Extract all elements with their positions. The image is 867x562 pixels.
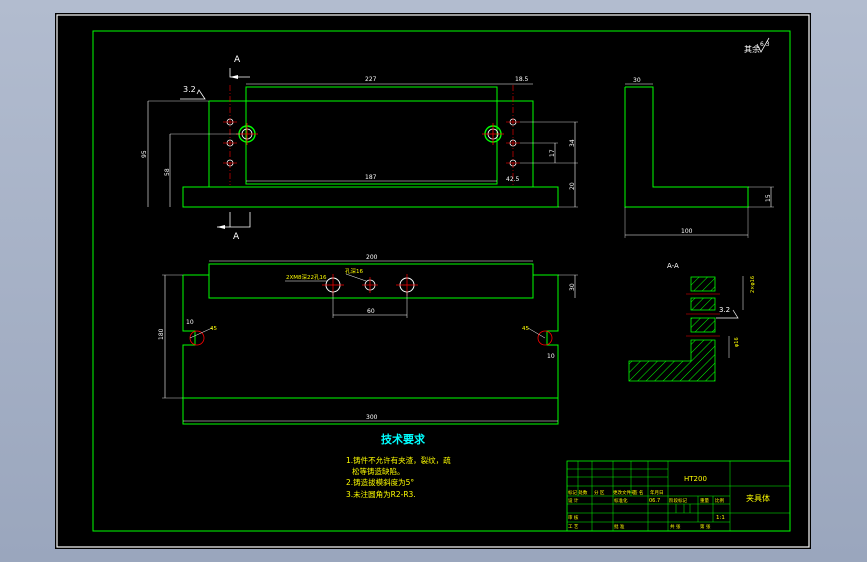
dim-side-base-width: 100 bbox=[681, 228, 693, 235]
dim-side-base-height: 15 bbox=[765, 194, 772, 202]
dim-bottom-offset: 42.5 bbox=[506, 176, 520, 183]
tech-req-line3: 3.未注圆角为R2-R3. bbox=[346, 489, 416, 499]
tb-label-change: 更改文件号 bbox=[613, 489, 636, 496]
dim-left-angle: 45 bbox=[210, 326, 217, 332]
top-view[interactable]: A 3.2 bbox=[141, 55, 578, 242]
section-dim-a: 2×φ16 bbox=[750, 276, 756, 293]
tb-sheet-total: 共 张 bbox=[670, 523, 681, 530]
front-view[interactable]: 60 2XM8深22孔16 孔深16 200 30 180 300 45 10 … bbox=[158, 254, 578, 425]
tb-label-stage: 阶段标记 bbox=[669, 497, 687, 504]
title-material: HT200 bbox=[684, 475, 707, 483]
title-block[interactable]: HT200 夹具体 标记 处数 分 区 更改文件号 签 名 年月日 设 计 标准… bbox=[566, 460, 791, 532]
section-mark-bottom: A bbox=[233, 232, 240, 242]
tb-label-design: 设 计 bbox=[568, 497, 579, 504]
tb-scale: 1:1 bbox=[716, 515, 725, 521]
dim-hole-spacing-b: 17 bbox=[549, 149, 556, 157]
tb-sheet-no: 第 张 bbox=[700, 523, 711, 530]
tb-label-sign: 签 名 bbox=[633, 489, 643, 496]
tb-label-process: 工 艺 bbox=[568, 524, 579, 530]
dim-front-right-height: 30 bbox=[569, 283, 576, 291]
tb-label-approve: 批 准 bbox=[614, 523, 625, 530]
tb-label-date: 年月日 bbox=[650, 489, 664, 496]
section-dim-b: φ16 bbox=[734, 337, 740, 347]
callout-mid-hole: 孔深16 bbox=[345, 267, 363, 275]
tech-req-line1b: 松等铸造缺陷。 bbox=[352, 466, 405, 476]
tb-label-weight: 重量 bbox=[700, 497, 709, 504]
title-part-name: 夹具体 bbox=[746, 493, 770, 503]
roughness-corner-label: 其余 bbox=[744, 44, 760, 54]
dim-front-bottom-length: 300 bbox=[366, 414, 378, 421]
dim-height-total: 95 bbox=[141, 150, 148, 158]
dim-right-notch: 10 bbox=[547, 353, 555, 360]
dim-front-left-height: 180 bbox=[158, 328, 165, 340]
drawing-frame bbox=[92, 30, 791, 532]
dim-left-notch: 10 bbox=[186, 319, 194, 326]
callout-left-hole: 2XM8深22孔16 bbox=[286, 273, 327, 281]
dim-base-height: 20 bbox=[569, 182, 576, 190]
dim-right-angle: 45 bbox=[522, 326, 529, 332]
roughness-section-value: 3.2 bbox=[719, 306, 730, 314]
tb-roughness-box: 06.7 bbox=[649, 498, 660, 504]
corner-roughness: 其余 6.3 bbox=[744, 37, 770, 54]
section-view[interactable]: A-A 3.2 2×φ16 φ16 bbox=[628, 262, 756, 382]
dim-side-top-width: 30 bbox=[633, 77, 641, 84]
drawing-sheet bbox=[55, 13, 811, 549]
dim-inner-length: 187 bbox=[365, 174, 377, 181]
tech-req-title: 技术要求 bbox=[381, 432, 426, 446]
tb-label-zone: 分 区 bbox=[594, 489, 605, 496]
tb-label-ratio: 比例 bbox=[715, 497, 724, 504]
dim-right-offset: 18.5 bbox=[515, 76, 529, 83]
section-view-label: A-A bbox=[667, 262, 679, 270]
tb-label-standard: 标准化 bbox=[614, 497, 628, 504]
tech-req-line1: 1.铸件不允许有夹渣，裂纹，疏 bbox=[346, 455, 451, 465]
tech-requirements: 技术要求 1.铸件不允许有夹渣，裂纹，疏 松等铸造缺陷。 2.铸造拔模斜度为5°… bbox=[346, 432, 451, 499]
tb-label-review: 审 核 bbox=[568, 514, 579, 521]
dim-height-inner: 58 bbox=[164, 168, 171, 176]
tech-req-line2: 2.铸造拔模斜度为5° bbox=[346, 477, 414, 487]
dim-hole-spacing: 60 bbox=[367, 308, 375, 315]
dim-overall-length: 227 bbox=[365, 76, 377, 83]
sheet-outer-border bbox=[56, 14, 810, 548]
roughness-corner-value: 6.3 bbox=[760, 41, 770, 48]
roughness-left-value: 3.2 bbox=[183, 85, 196, 94]
side-view[interactable]: 30 100 15 bbox=[624, 77, 774, 238]
dim-front-top-length: 200 bbox=[366, 254, 378, 261]
section-mark-top: A bbox=[234, 55, 241, 65]
dim-hole-spacing-a: 34 bbox=[569, 139, 576, 147]
tb-label-mark: 标记 处数 bbox=[568, 489, 588, 496]
